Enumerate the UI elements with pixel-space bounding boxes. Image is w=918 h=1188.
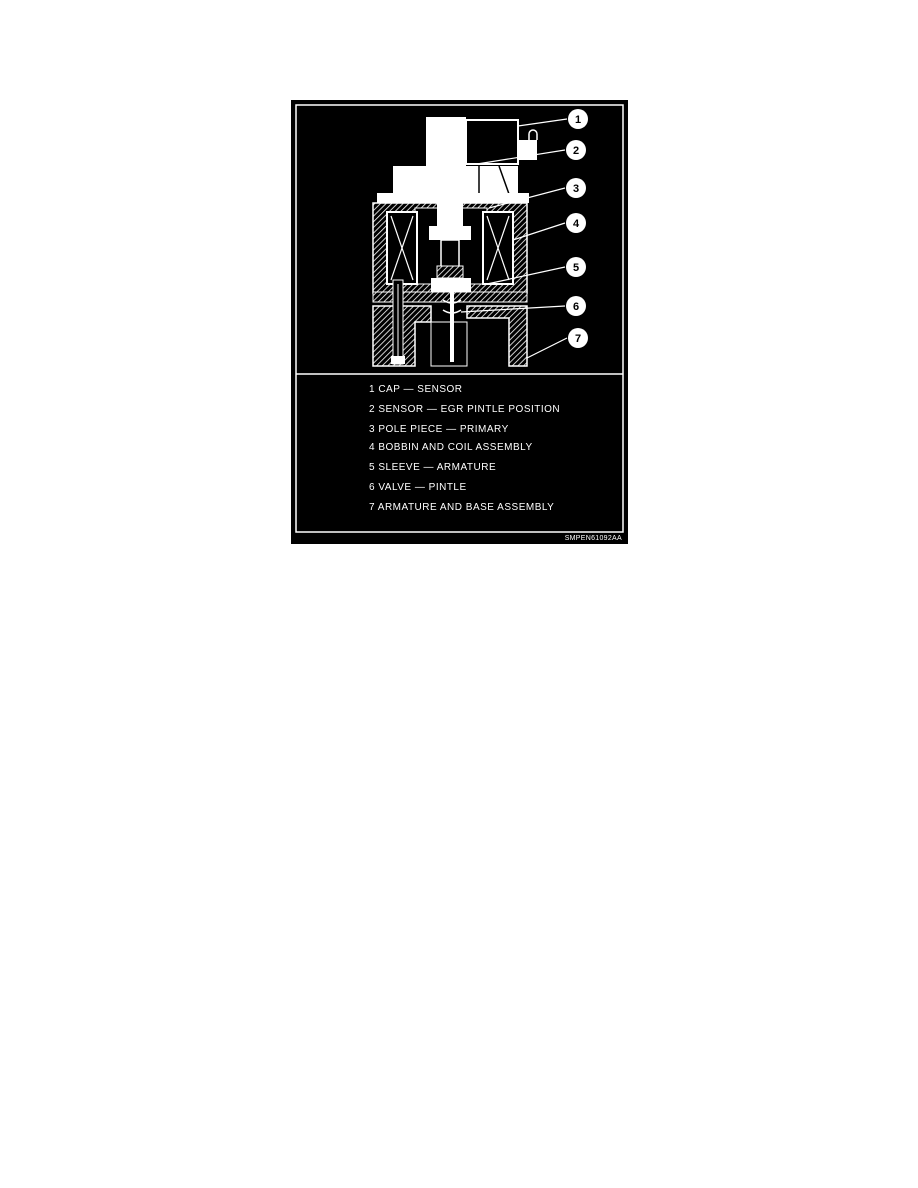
egr-valve-drawing: 1 2 3 4 5 6 7 (295, 104, 624, 533)
callout-3-label: 3 (573, 183, 579, 195)
callout-4: 4 (566, 213, 586, 233)
base-assembly (372, 305, 528, 367)
callout-1-label: 1 (575, 114, 581, 126)
callout-1: 1 (568, 109, 588, 129)
top-plate (377, 193, 529, 203)
callout-3: 3 (566, 178, 586, 198)
callout-2: 2 (566, 140, 586, 160)
legend-item-5: 5 SLEEVE — ARMATURE (369, 462, 497, 473)
legend-item-7: 7 ARMATURE AND BASE ASSEMBLY (369, 502, 555, 513)
callout-circles: 1 2 3 4 5 6 7 (566, 109, 588, 348)
figure-frame (295, 104, 624, 533)
bobbin-coil-left (386, 211, 418, 285)
callout-6-label: 6 (573, 301, 579, 313)
callout-5: 5 (566, 257, 586, 277)
callout-7-label: 7 (575, 333, 581, 345)
pole-piece (429, 203, 471, 240)
legend-item-1: 1 CAP — SENSOR (369, 384, 463, 395)
callout-2-label: 2 (573, 145, 579, 157)
callout-6: 6 (566, 296, 586, 316)
callout-7: 7 (568, 328, 588, 348)
figure-code: SMPEN61092AA (564, 535, 622, 542)
leader-lines (460, 118, 568, 359)
pintle-position-sensor (393, 165, 518, 195)
pintle-valve (442, 278, 462, 362)
callout-5-label: 5 (573, 262, 579, 274)
legend-item-3: 3 POLE PIECE — PRIMARY (369, 424, 509, 435)
egr-valve-diagram: 1 2 3 4 5 6 7 1 CAP — SENSOR 2 SENSOR — … (291, 100, 628, 544)
legend-item-2: 2 SENSOR — EGR PINTLE POSITION (369, 404, 561, 415)
sensor-cap (426, 117, 538, 167)
bobbin-coil-right (482, 211, 514, 285)
mounting-bolt (391, 279, 405, 365)
callout-4-label: 4 (573, 218, 580, 230)
legend-item-4: 4 BOBBIN AND COIL ASSEMBLY (369, 442, 533, 453)
legend-item-6: 6 VALVE — PINTLE (369, 482, 467, 493)
armature (436, 239, 464, 279)
